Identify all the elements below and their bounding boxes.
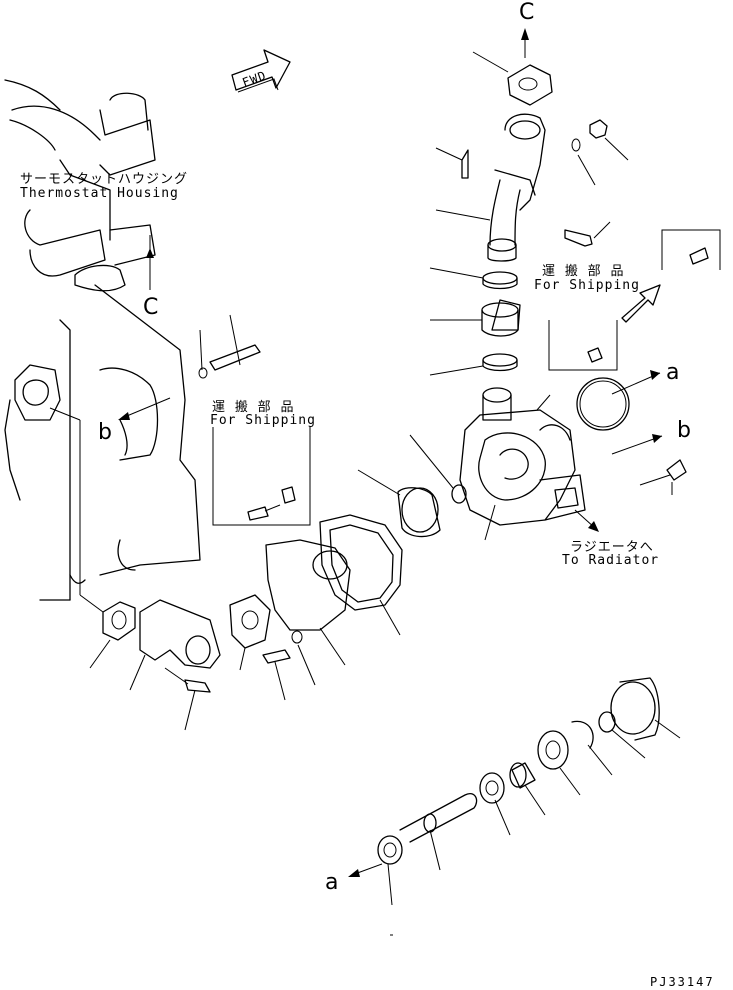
ref-c-left: C (143, 295, 159, 320)
shipping-label-jp-left: 運 搬 部 品 (212, 400, 295, 415)
ref-a-right: a (666, 360, 680, 385)
thermostat-label-en: Thermostat Housing (20, 186, 179, 201)
shipping-label-en-left: For Shipping (210, 413, 316, 428)
shipping-label-jp-right: 運 搬 部 品 (542, 264, 625, 279)
drawing-code: PJ33147 (650, 975, 715, 989)
ref-b-right: b (677, 418, 691, 443)
shipping-label-en-right: For Shipping (534, 278, 640, 293)
ref-b-left: b (98, 420, 112, 445)
engine-block-outline (4, 79, 201, 601)
radiator-label-en: To Radiator (562, 553, 660, 568)
water-outlet-pipe (461, 28, 608, 372)
ref-a-bottom: a (325, 870, 339, 895)
impeller-and-gaskets (229, 487, 441, 664)
water-inlet-pipe (102, 599, 221, 693)
shipping-box-left (212, 427, 311, 526)
ref-c-top: C (519, 0, 535, 25)
detail-box (621, 229, 721, 323)
pump-shaft-assembly (377, 677, 660, 865)
reference-arrows (118, 370, 663, 877)
shipping-box-right (548, 320, 618, 371)
fwd-arrow-icon (231, 49, 291, 93)
arrow-to-c-left (146, 235, 154, 290)
thermostat-label-jp: サーモスタットハウジング (20, 172, 189, 187)
radiator-label-jp: ラジエータへ (570, 540, 654, 555)
leader-lines (49, 51, 681, 936)
water-pump-body (451, 377, 687, 526)
